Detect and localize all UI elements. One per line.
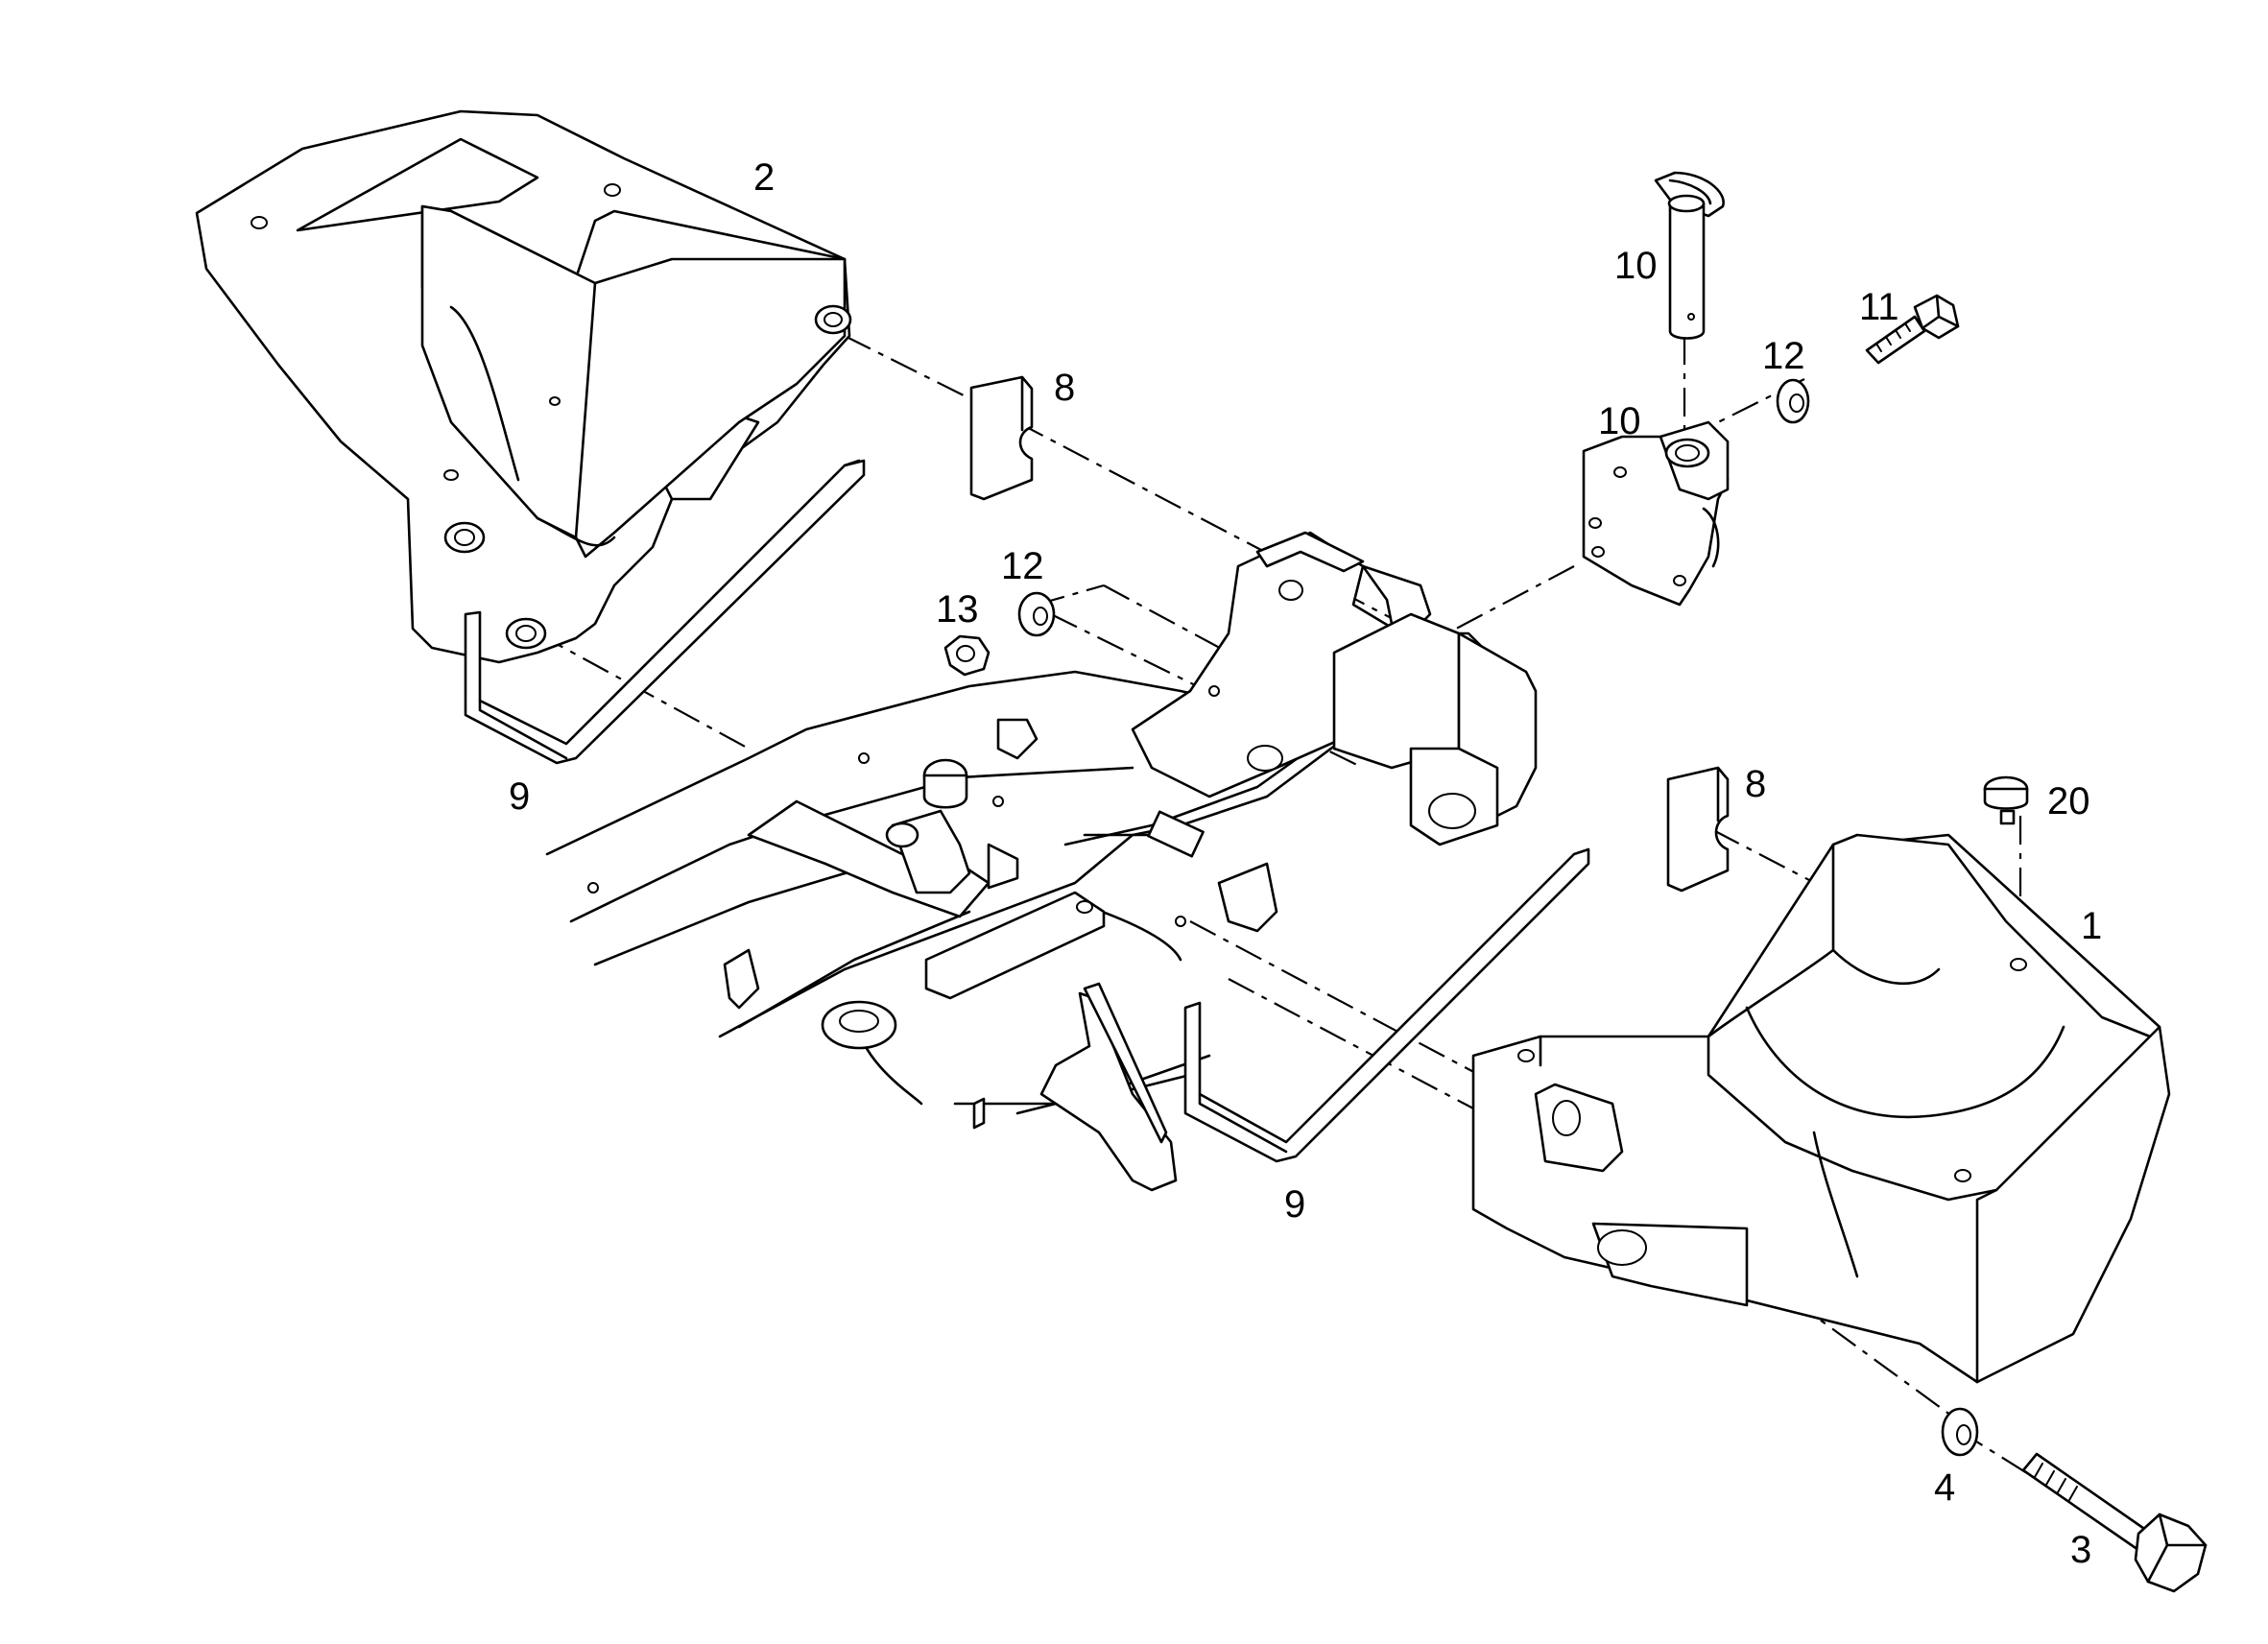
washer-4: [1941, 1407, 1979, 1457]
spacer-block-left: [969, 375, 1034, 501]
callout-10-pin: 10: [1614, 245, 1658, 287]
callout-20: 20: [2047, 780, 2090, 822]
callout-11: 11: [1859, 286, 1899, 328]
counterweight-right: [1471, 833, 2171, 1384]
callout-8-right: 8: [1745, 763, 1766, 805]
guide-rail-right: [1183, 847, 1590, 1163]
callout-9-left: 9: [509, 775, 530, 818]
callout-3: 3: [2070, 1529, 2091, 1571]
callout-12-lower: 12: [1001, 545, 1044, 587]
callout-13: 13: [936, 588, 979, 631]
plug-20: [1983, 775, 2029, 825]
guide-rail-left: [464, 459, 866, 765]
bolt-11: [1865, 294, 1960, 365]
callout-labels: 1 2 3 4 8 8 9 9 10 10 11 12 12 13 20: [509, 156, 2102, 1571]
callout-4: 4: [1934, 1466, 1955, 1509]
callout-2: 2: [753, 156, 775, 199]
lock-pin: [1654, 171, 1725, 340]
washer-12-lower: [1017, 591, 1056, 637]
washer-12-upper: [1776, 378, 1810, 424]
nut-13: [943, 634, 991, 677]
bolt-3: [2021, 1452, 2208, 1593]
callout-1: 1: [2081, 905, 2102, 947]
callout-10-bracket: 10: [1598, 400, 1641, 442]
machine-frame: [545, 531, 1538, 1192]
spacer-block-right: [1666, 766, 1730, 893]
callout-9-right: 9: [1284, 1183, 1305, 1226]
callout-8-left: 8: [1054, 367, 1075, 409]
callout-12-upper: 12: [1762, 335, 1805, 377]
hitch-bracket: [1582, 420, 1730, 607]
counterweight-left: [195, 109, 852, 664]
